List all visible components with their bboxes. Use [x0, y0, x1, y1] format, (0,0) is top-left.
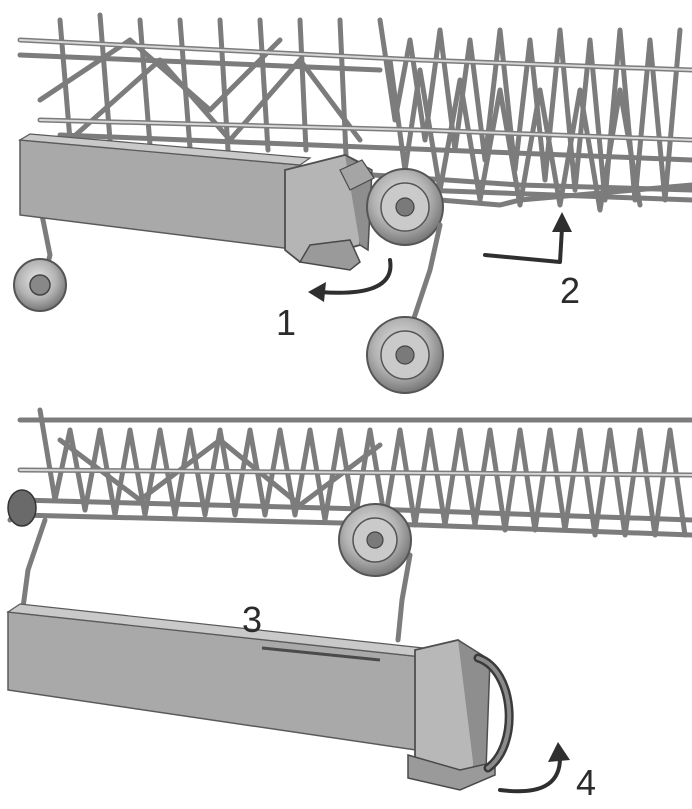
bottom-basket-wires	[7, 407, 692, 538]
bottom-rail	[6, 603, 514, 791]
step-3-label: 3	[242, 599, 262, 640]
top-rail	[18, 133, 375, 271]
top-basket-wires	[17, 12, 692, 213]
step-2-arrow	[483, 212, 572, 264]
step-1-label: 1	[276, 302, 296, 343]
top-front-wheel	[366, 168, 444, 246]
step-4-label: 4	[576, 762, 596, 803]
bottom-panel: 3 4	[6, 407, 692, 803]
top-panel: 1 2	[13, 12, 692, 394]
top-lower-wheel	[366, 222, 444, 394]
bottom-wheel	[338, 503, 413, 643]
step-1-arrow	[308, 258, 393, 302]
top-left-wheel	[13, 202, 67, 312]
step-4-arrow	[498, 742, 570, 794]
bottom-left-hanger	[7, 489, 48, 618]
step-2-label: 2	[560, 270, 580, 311]
